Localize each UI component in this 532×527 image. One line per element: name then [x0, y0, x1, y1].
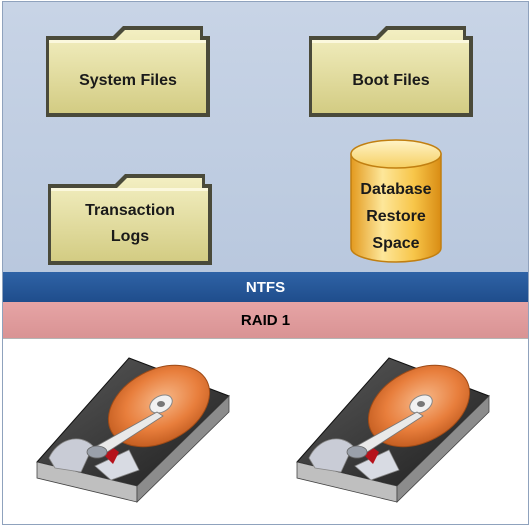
- folder-icon: [48, 174, 212, 265]
- folder-boot-files: Boot Files: [306, 20, 476, 120]
- hard-drive-1: [33, 354, 233, 504]
- folder-icon: [309, 26, 473, 117]
- hard-drive-icon: [36, 357, 230, 503]
- database-label-line: Database: [360, 181, 432, 198]
- folder-icon: [46, 26, 210, 117]
- hard-drive-icon: [296, 357, 490, 503]
- folder-transaction-logs: Transaction Logs: [45, 168, 215, 268]
- folder-label: System Files: [79, 72, 177, 89]
- database-label: Database Restore Space: [348, 176, 444, 257]
- ntfs-layer: NTFS: [3, 272, 528, 302]
- folder-label: Boot Files: [352, 72, 430, 89]
- database-icon: [350, 139, 442, 263]
- hard-drive-2: [293, 354, 493, 504]
- database-label-line: Space: [372, 235, 420, 252]
- database-restore-space: Database Restore Space: [348, 138, 444, 266]
- folder-label: Transaction Logs: [85, 202, 175, 245]
- raid-layer: RAID 1: [3, 302, 528, 339]
- folder-system-files: System Files: [43, 20, 213, 120]
- database-label-line: Restore: [366, 208, 426, 225]
